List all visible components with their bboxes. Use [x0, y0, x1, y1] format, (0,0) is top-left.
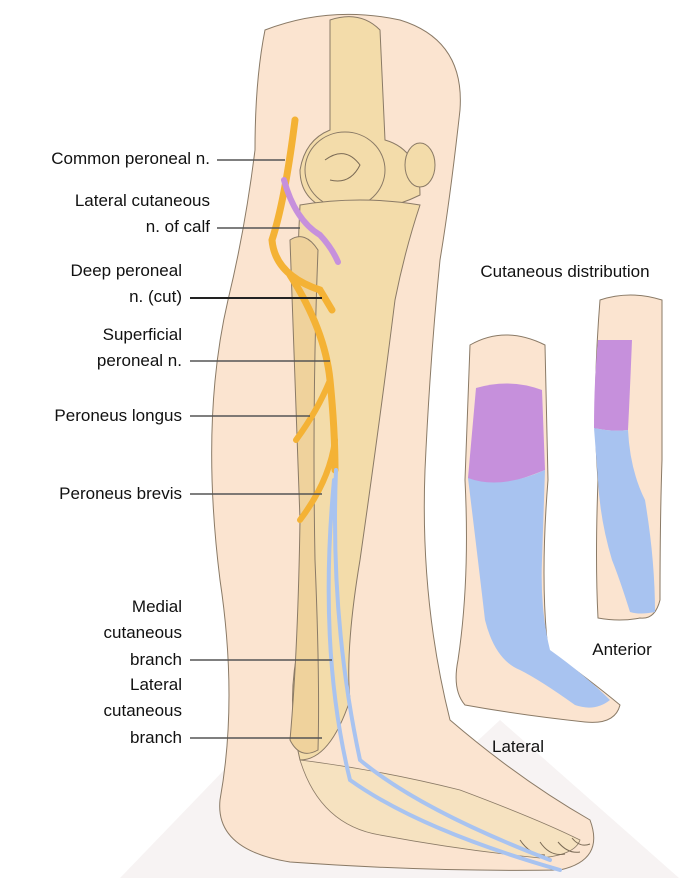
label-lateral-cutaneous-calf: n. of calf: [146, 217, 211, 236]
patella: [304, 131, 386, 209]
anterior-view-blue-area: [594, 428, 655, 614]
label-lateral: Lateral: [492, 737, 544, 756]
anterior-view-purple-area: [594, 340, 632, 431]
medial-cutaneous-branch: [333, 468, 552, 862]
nerves: [268, 116, 562, 872]
label-common-peroneal: Common peroneal n.: [51, 149, 210, 168]
patella-inner: [324, 153, 361, 182]
foot-bones: [299, 759, 581, 859]
label-deep-peroneal: Deep peroneal: [70, 261, 182, 280]
label-deep-peroneal: n. (cut): [129, 287, 182, 306]
label-peroneus-brevis: Peroneus brevis: [59, 484, 182, 503]
label-lateral-cutaneous: cutaneous: [104, 701, 182, 720]
label-lateral-cutaneous: branch: [130, 728, 182, 747]
lateral-cutaneous-branch: [326, 478, 562, 872]
label-superficial-peroneal: peroneal n.: [97, 351, 182, 370]
label-peroneus-longus: Peroneus longus: [54, 406, 182, 425]
knee-bump: [404, 142, 436, 188]
label-medial-cutaneous: Medial: [132, 597, 182, 616]
peroneus-brevis-branch: [297, 437, 338, 523]
lateral-cutaneous-nerve-of-calf: [281, 177, 341, 265]
common-peroneal-nerve: [268, 116, 336, 314]
label-medial-cutaneous: cutaneous: [104, 623, 182, 642]
label-lateral-cutaneous: Lateral: [130, 675, 182, 694]
cutaneous-distribution-inset: Cutaneous distribution Anterior Lateral: [455, 262, 663, 756]
label-superficial-peroneal: Superficial: [103, 325, 182, 344]
lateral-view-blue-area: [468, 470, 610, 708]
lateral-view-purple-area: [468, 383, 545, 487]
label-anterior: Anterior: [592, 640, 652, 659]
label-medial-cutaneous: branch: [130, 650, 182, 669]
labels: Common peroneal n. Lateral cutaneous n. …: [51, 149, 210, 747]
inset-title: Cutaneous distribution: [480, 262, 649, 281]
peroneus-longus-branch: [293, 377, 333, 443]
leader-lines: [190, 159, 332, 739]
label-lateral-cutaneous-calf: Lateral cutaneous: [75, 191, 210, 210]
